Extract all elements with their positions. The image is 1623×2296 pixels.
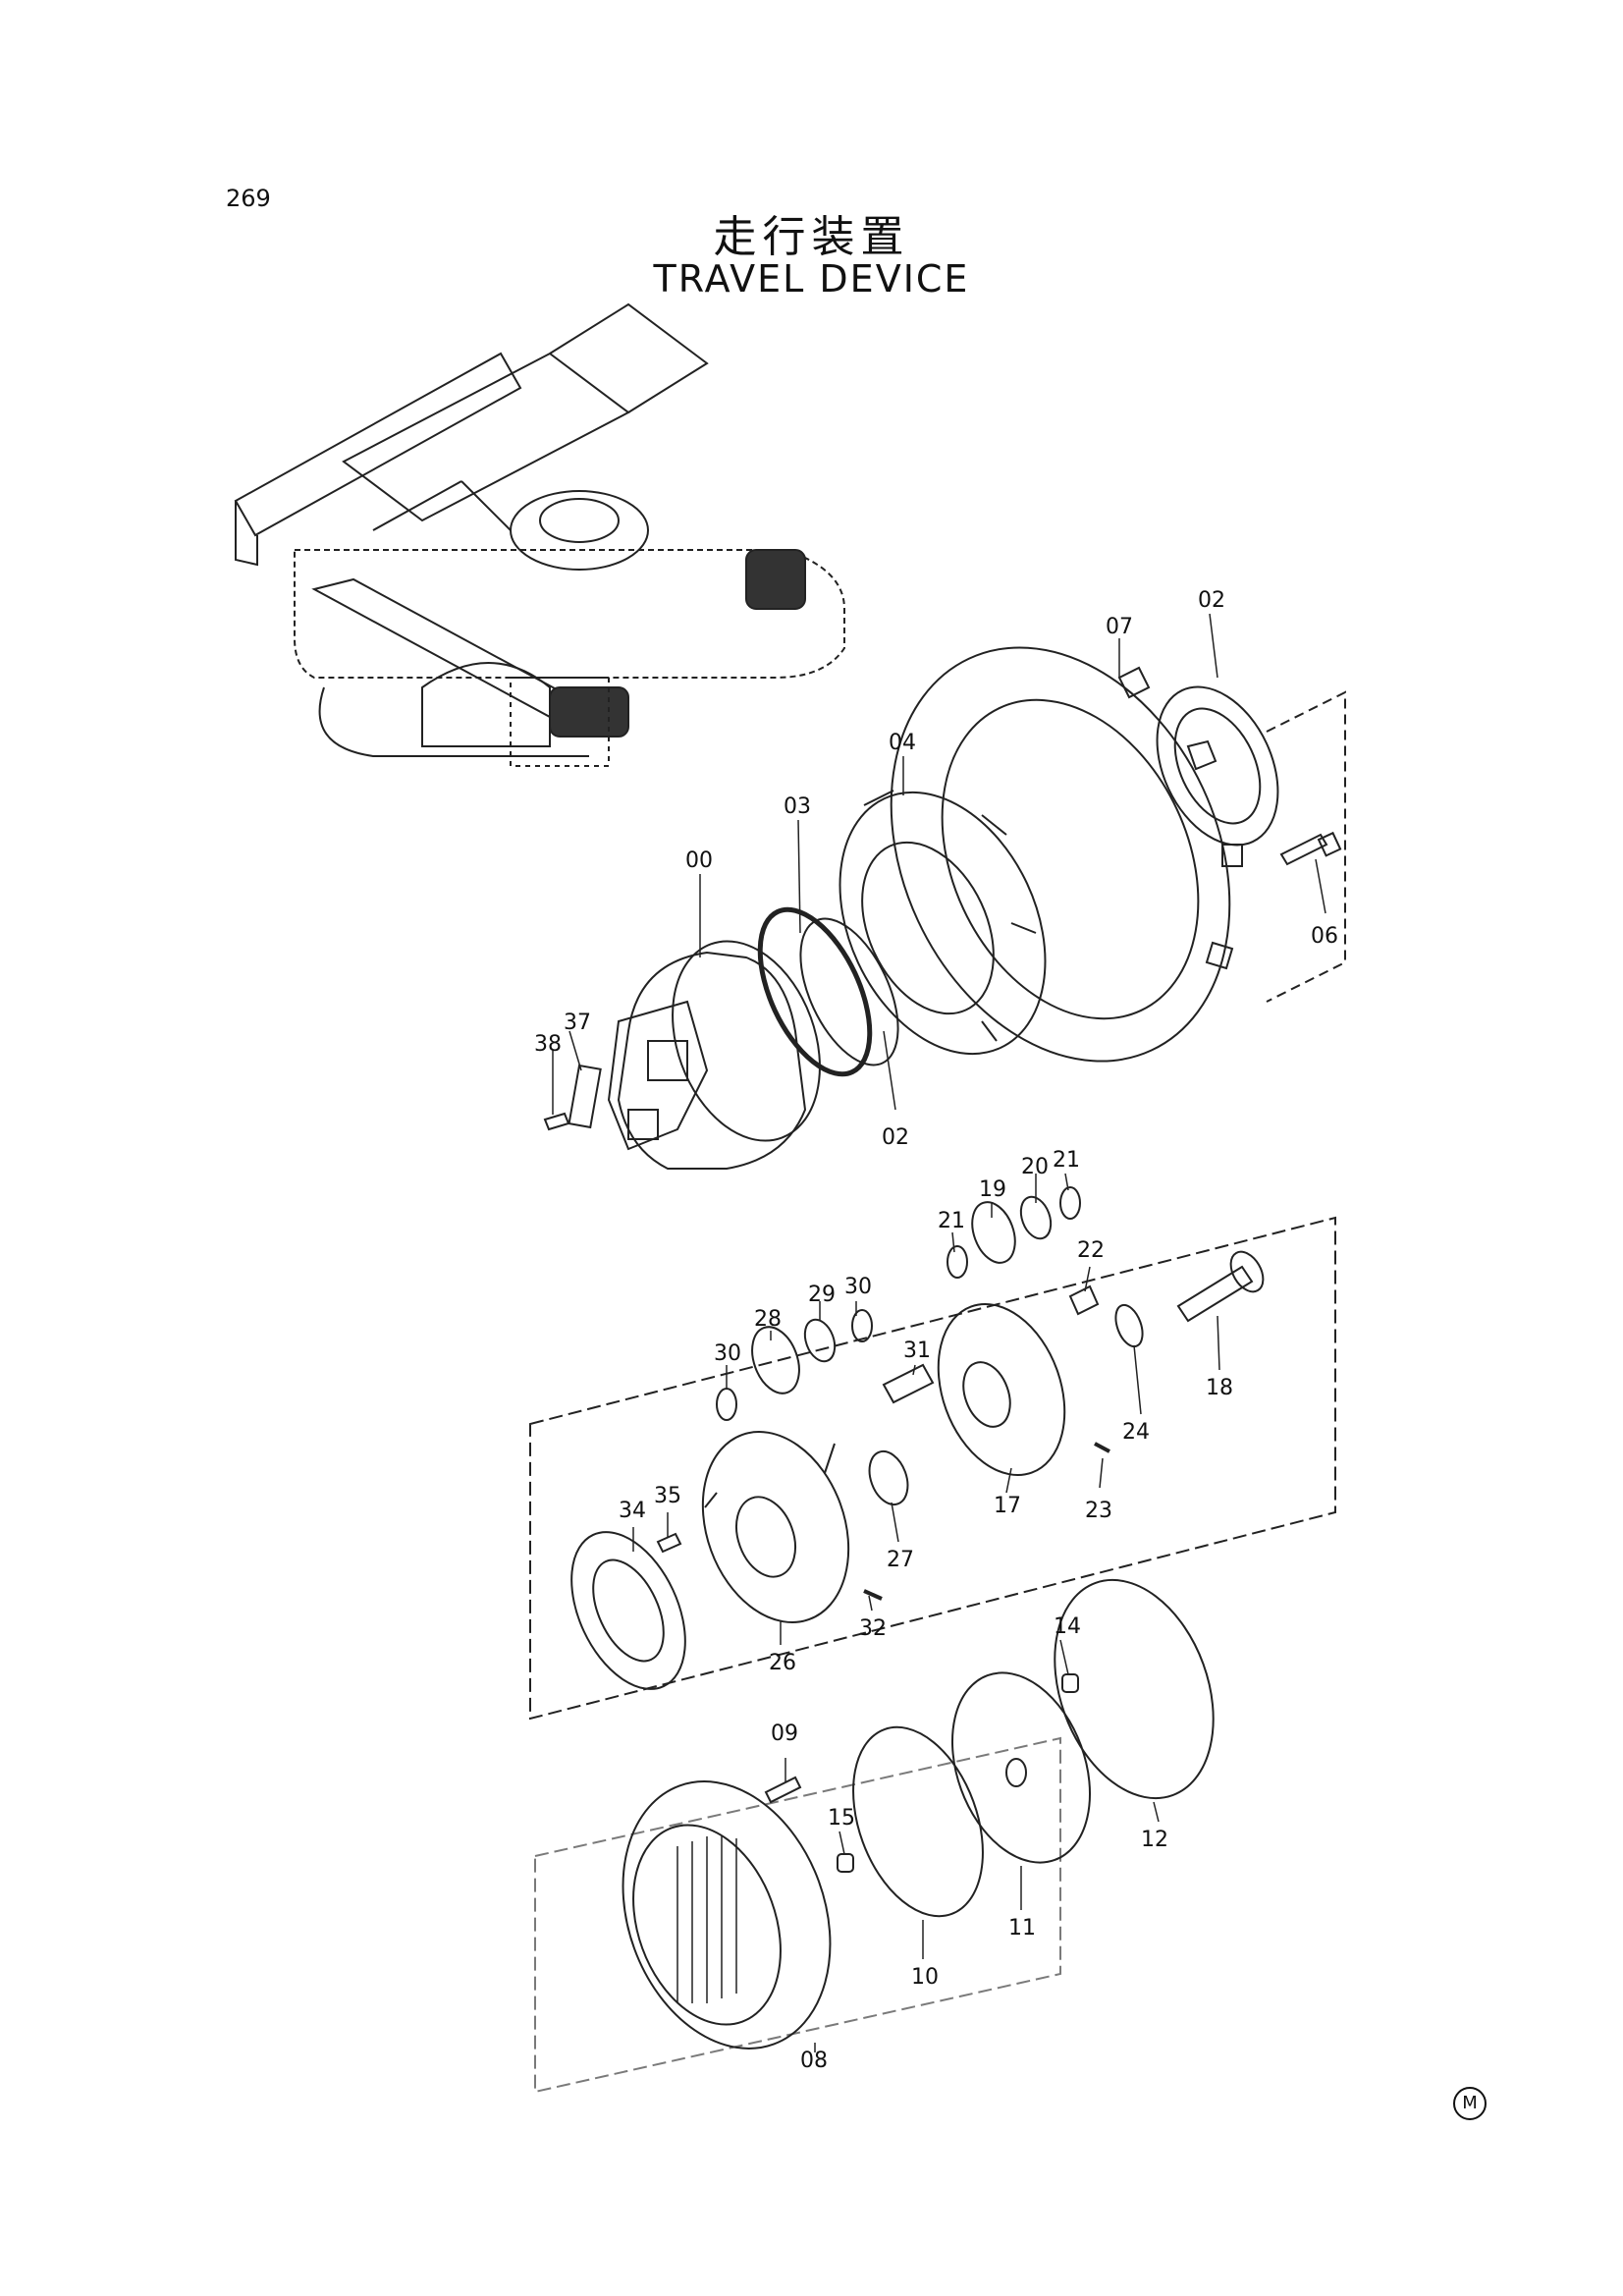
part-label-02-upper: 02 bbox=[1198, 588, 1225, 613]
part-label-23: 23 bbox=[1085, 1499, 1112, 1523]
part-label-14: 14 bbox=[1054, 1614, 1081, 1639]
part-label-35: 35 bbox=[654, 1484, 681, 1508]
part-label-00: 00 bbox=[685, 848, 713, 873]
part-label-20: 20 bbox=[1021, 1155, 1049, 1179]
part-label-02-lower: 02 bbox=[882, 1125, 909, 1150]
leader-lines bbox=[552, 613, 1326, 2052]
part-label-32: 32 bbox=[859, 1616, 887, 1641]
part-label-28: 28 bbox=[754, 1307, 782, 1332]
part-label-22: 22 bbox=[1077, 1238, 1105, 1263]
ring-gear-cover-group bbox=[534, 1578, 1215, 2094]
part-label-38: 38 bbox=[534, 1032, 562, 1057]
undercarriage-illustration bbox=[234, 302, 845, 767]
part-label-18: 18 bbox=[1206, 1376, 1233, 1400]
part-label-29: 29 bbox=[808, 1283, 836, 1307]
page-number: 269 bbox=[226, 185, 271, 212]
part-label-30-lower: 30 bbox=[714, 1341, 741, 1366]
part-label-12: 12 bbox=[1141, 1828, 1168, 1852]
part-label-07: 07 bbox=[1106, 615, 1133, 639]
part-label-19: 19 bbox=[979, 1177, 1006, 1202]
part-label-37: 37 bbox=[564, 1011, 591, 1035]
part-labels: 02 07 04 03 00 06 02 37 38 21 20 19 21 2… bbox=[534, 588, 1338, 2073]
part-label-27: 27 bbox=[887, 1548, 914, 1572]
title-english: TRAVEL DEVICE bbox=[653, 257, 970, 301]
motor-hub-group bbox=[543, 646, 1346, 1170]
part-label-26: 26 bbox=[769, 1651, 796, 1675]
part-label-34: 34 bbox=[619, 1499, 646, 1523]
part-label-04: 04 bbox=[889, 731, 916, 755]
part-label-17: 17 bbox=[994, 1494, 1021, 1518]
part-label-06: 06 bbox=[1311, 924, 1338, 949]
part-label-10: 10 bbox=[911, 1965, 939, 1990]
part-label-30-upper: 30 bbox=[844, 1275, 872, 1299]
part-label-09: 09 bbox=[771, 1722, 798, 1746]
part-label-03: 03 bbox=[784, 794, 811, 819]
part-label-21-left: 21 bbox=[938, 1209, 965, 1233]
part-label-08: 08 bbox=[800, 2049, 828, 2073]
part-label-15: 15 bbox=[828, 1806, 855, 1831]
part-label-21-right: 21 bbox=[1053, 1148, 1080, 1173]
title-japanese: 走行装置 bbox=[713, 212, 910, 262]
planetary-carrier-group bbox=[529, 1186, 1336, 1721]
manufacturer-mark: M bbox=[1453, 2087, 1487, 2120]
part-label-31: 31 bbox=[903, 1339, 931, 1363]
part-label-11: 11 bbox=[1008, 1916, 1036, 1941]
part-label-24: 24 bbox=[1122, 1420, 1150, 1445]
